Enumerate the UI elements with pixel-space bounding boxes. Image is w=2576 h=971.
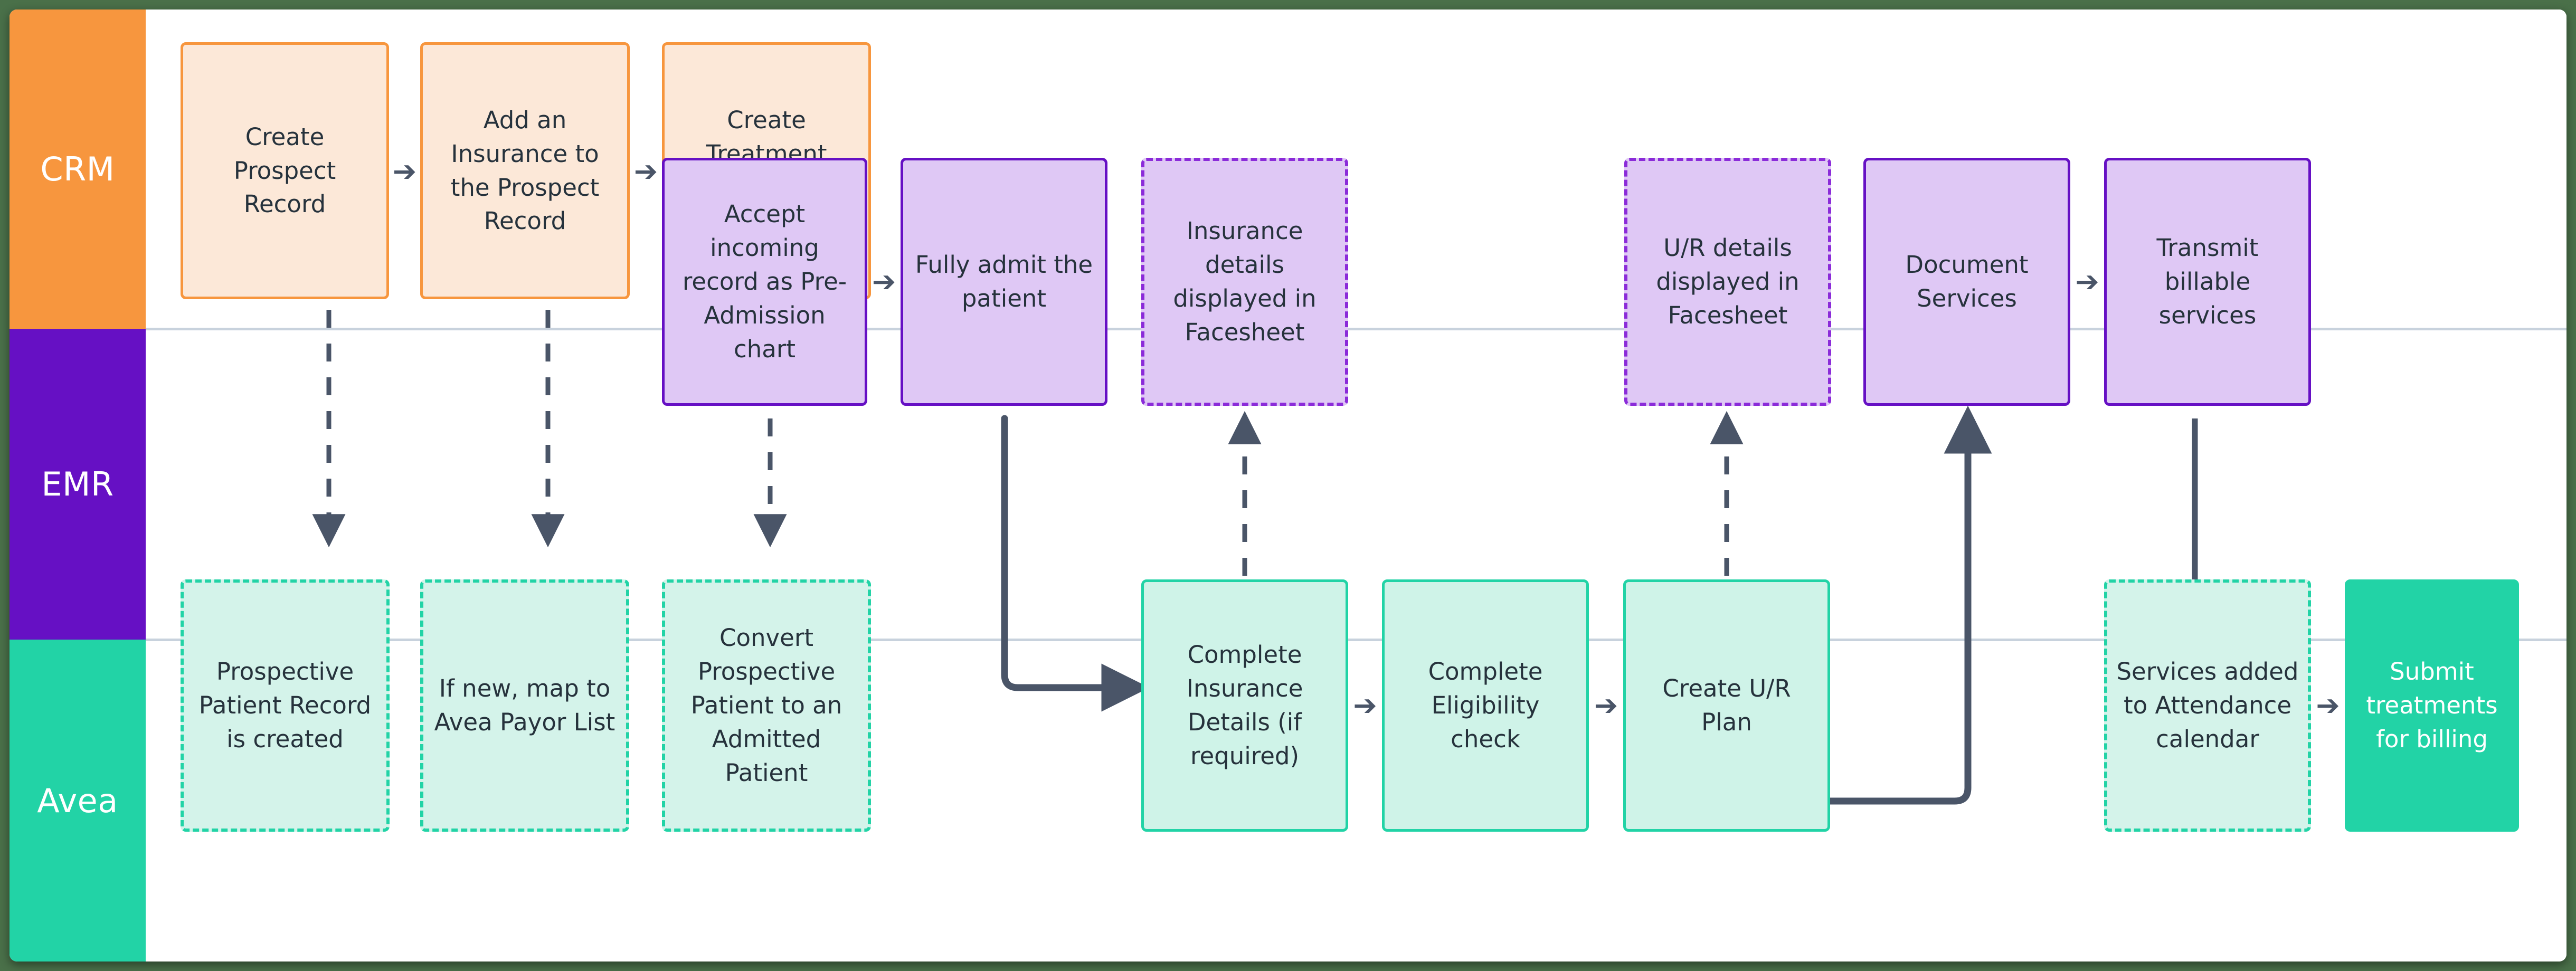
arrow-av4-to-av5: ➔: [1353, 689, 1377, 722]
node-label: Fully admit the patient: [915, 251, 1093, 312]
node-emr-accept-incoming-record[interactable]: Accept incoming record as Pre-Admission …: [662, 158, 867, 406]
arrow-crm1-to-crm2: ➔: [392, 155, 417, 188]
lane-divider-emr-avea: [146, 639, 2566, 641]
node-avea-submit-treatments-for-billing[interactable]: Submit treatments for billing: [2345, 579, 2519, 832]
node-label: Prospective Patient Record is created: [198, 658, 372, 753]
lane-emr-label: EMR: [41, 465, 114, 503]
node-avea-complete-eligibility-check[interactable]: Complete Eligibility check: [1382, 579, 1589, 832]
node-label: Transmit billable services: [2156, 234, 2259, 329]
arrow-emr1-to-emr2: ➔: [872, 265, 896, 298]
node-crm-create-prospect-record[interactable]: Create Prospect Record: [181, 42, 389, 299]
node-label: Complete Insurance Details (if required): [1186, 641, 1303, 770]
node-label: Document Services: [1905, 251, 2029, 312]
node-label: Create Prospect Record: [233, 122, 336, 218]
arrow-av5-to-av6: ➔: [1594, 689, 1618, 722]
node-emr-fully-admit-patient[interactable]: Fully admit the patient: [901, 158, 1107, 406]
node-label: Create U/R Plan: [1662, 674, 1791, 736]
node-avea-convert-to-admitted-patient[interactable]: Convert Prospective Patient to an Admitt…: [662, 579, 871, 832]
node-crm-add-insurance[interactable]: Add an Insurance to the Prospect Record: [420, 42, 630, 299]
node-avea-prospective-patient-record[interactable]: Prospective Patient Record is created: [181, 579, 390, 832]
arrow-emr5-to-emr6: ➔: [2075, 265, 2099, 298]
node-label: Accept incoming record as Pre-Admission …: [682, 200, 847, 363]
node-avea-map-to-payor-list[interactable]: If new, map to Avea Payor List: [420, 579, 629, 832]
arrow-crm2-to-crm3: ➔: [633, 155, 658, 188]
diagram-canvas: CRM EMR Avea: [10, 9, 2566, 962]
lane-avea-label: Avea: [37, 781, 118, 820]
node-label: Add an Insurance to the Prospect Record: [450, 106, 600, 235]
lane-crm-header: CRM: [10, 9, 146, 329]
node-label: Submit treatments for billing: [2366, 658, 2498, 753]
lane-emr-header: EMR: [10, 329, 146, 640]
node-emr-ur-details-facesheet[interactable]: U/R details displayed in Facesheet: [1624, 158, 1831, 406]
lane-crm-label: CRM: [40, 150, 115, 188]
node-avea-create-ur-plan[interactable]: Create U/R Plan: [1623, 579, 1830, 832]
node-label: U/R details displayed in Facesheet: [1656, 234, 1800, 329]
node-emr-document-services[interactable]: Document Services: [1863, 158, 2070, 406]
arrow-av7-to-av8: ➔: [2316, 689, 2340, 722]
node-label: Convert Prospective Patient to an Admitt…: [690, 624, 842, 787]
node-label: If new, map to Avea Payor List: [434, 674, 615, 736]
node-avea-complete-insurance-details[interactable]: Complete Insurance Details (if required): [1141, 579, 1348, 832]
lane-divider-crm-emr: [146, 328, 2566, 330]
node-avea-services-added-to-attendance-calendar[interactable]: Services added to Attendance calendar: [2104, 579, 2311, 832]
node-emr-transmit-billable-services[interactable]: Transmit billable services: [2104, 158, 2311, 406]
node-label: Services added to Attendance calendar: [2116, 658, 2299, 753]
lane-avea-header: Avea: [10, 640, 146, 962]
node-emr-insurance-details-facesheet[interactable]: Insurance details displayed in Facesheet: [1141, 158, 1348, 406]
node-label: Complete Eligibility check: [1428, 658, 1543, 753]
node-label: Insurance details displayed in Facesheet: [1173, 217, 1317, 346]
